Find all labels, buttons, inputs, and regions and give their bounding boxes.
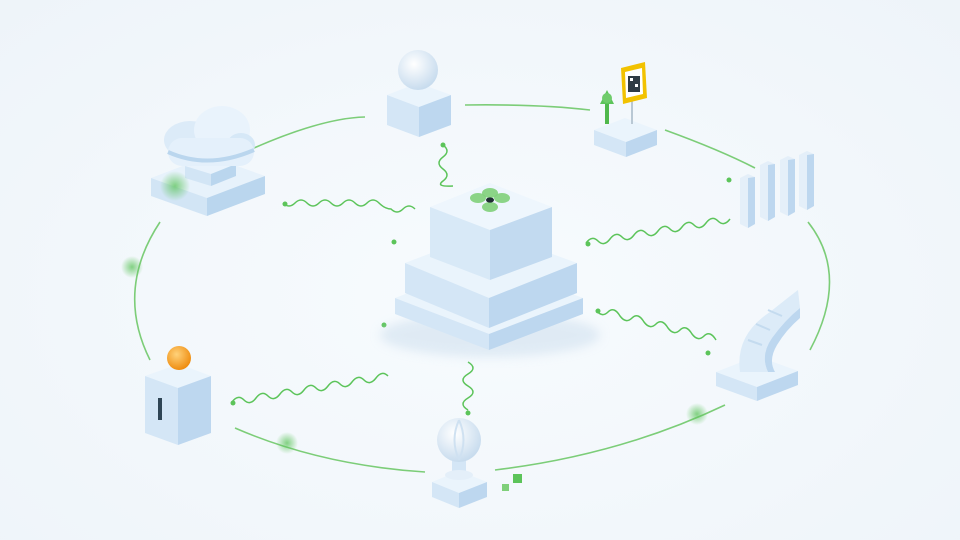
clover-icon xyxy=(470,188,510,212)
spoke-bottom xyxy=(462,361,474,416)
node-signboard xyxy=(594,62,657,157)
spoke-top-left xyxy=(282,199,416,245)
signboard-icon xyxy=(621,62,647,104)
node-bars xyxy=(740,151,814,228)
globe-icon xyxy=(437,418,481,462)
spoke-right xyxy=(585,177,732,247)
node-slide xyxy=(716,290,800,401)
node-ball-box xyxy=(145,346,211,445)
spoke-top xyxy=(438,142,454,187)
sphere-icon xyxy=(398,50,438,90)
small-green-cubes xyxy=(502,474,522,491)
ball-icon xyxy=(167,346,191,370)
spoke-bottom-right xyxy=(595,308,717,356)
center-hub xyxy=(380,183,600,357)
slide-icon xyxy=(739,290,800,372)
cloud-icon xyxy=(164,106,255,166)
slot-mark xyxy=(158,398,162,420)
spoke-bottom-left xyxy=(230,322,389,406)
bars-icon xyxy=(740,151,814,228)
node-cloud xyxy=(151,106,265,216)
node-globe xyxy=(432,418,522,508)
node-sphere xyxy=(387,50,451,137)
tree-icon xyxy=(600,90,614,124)
